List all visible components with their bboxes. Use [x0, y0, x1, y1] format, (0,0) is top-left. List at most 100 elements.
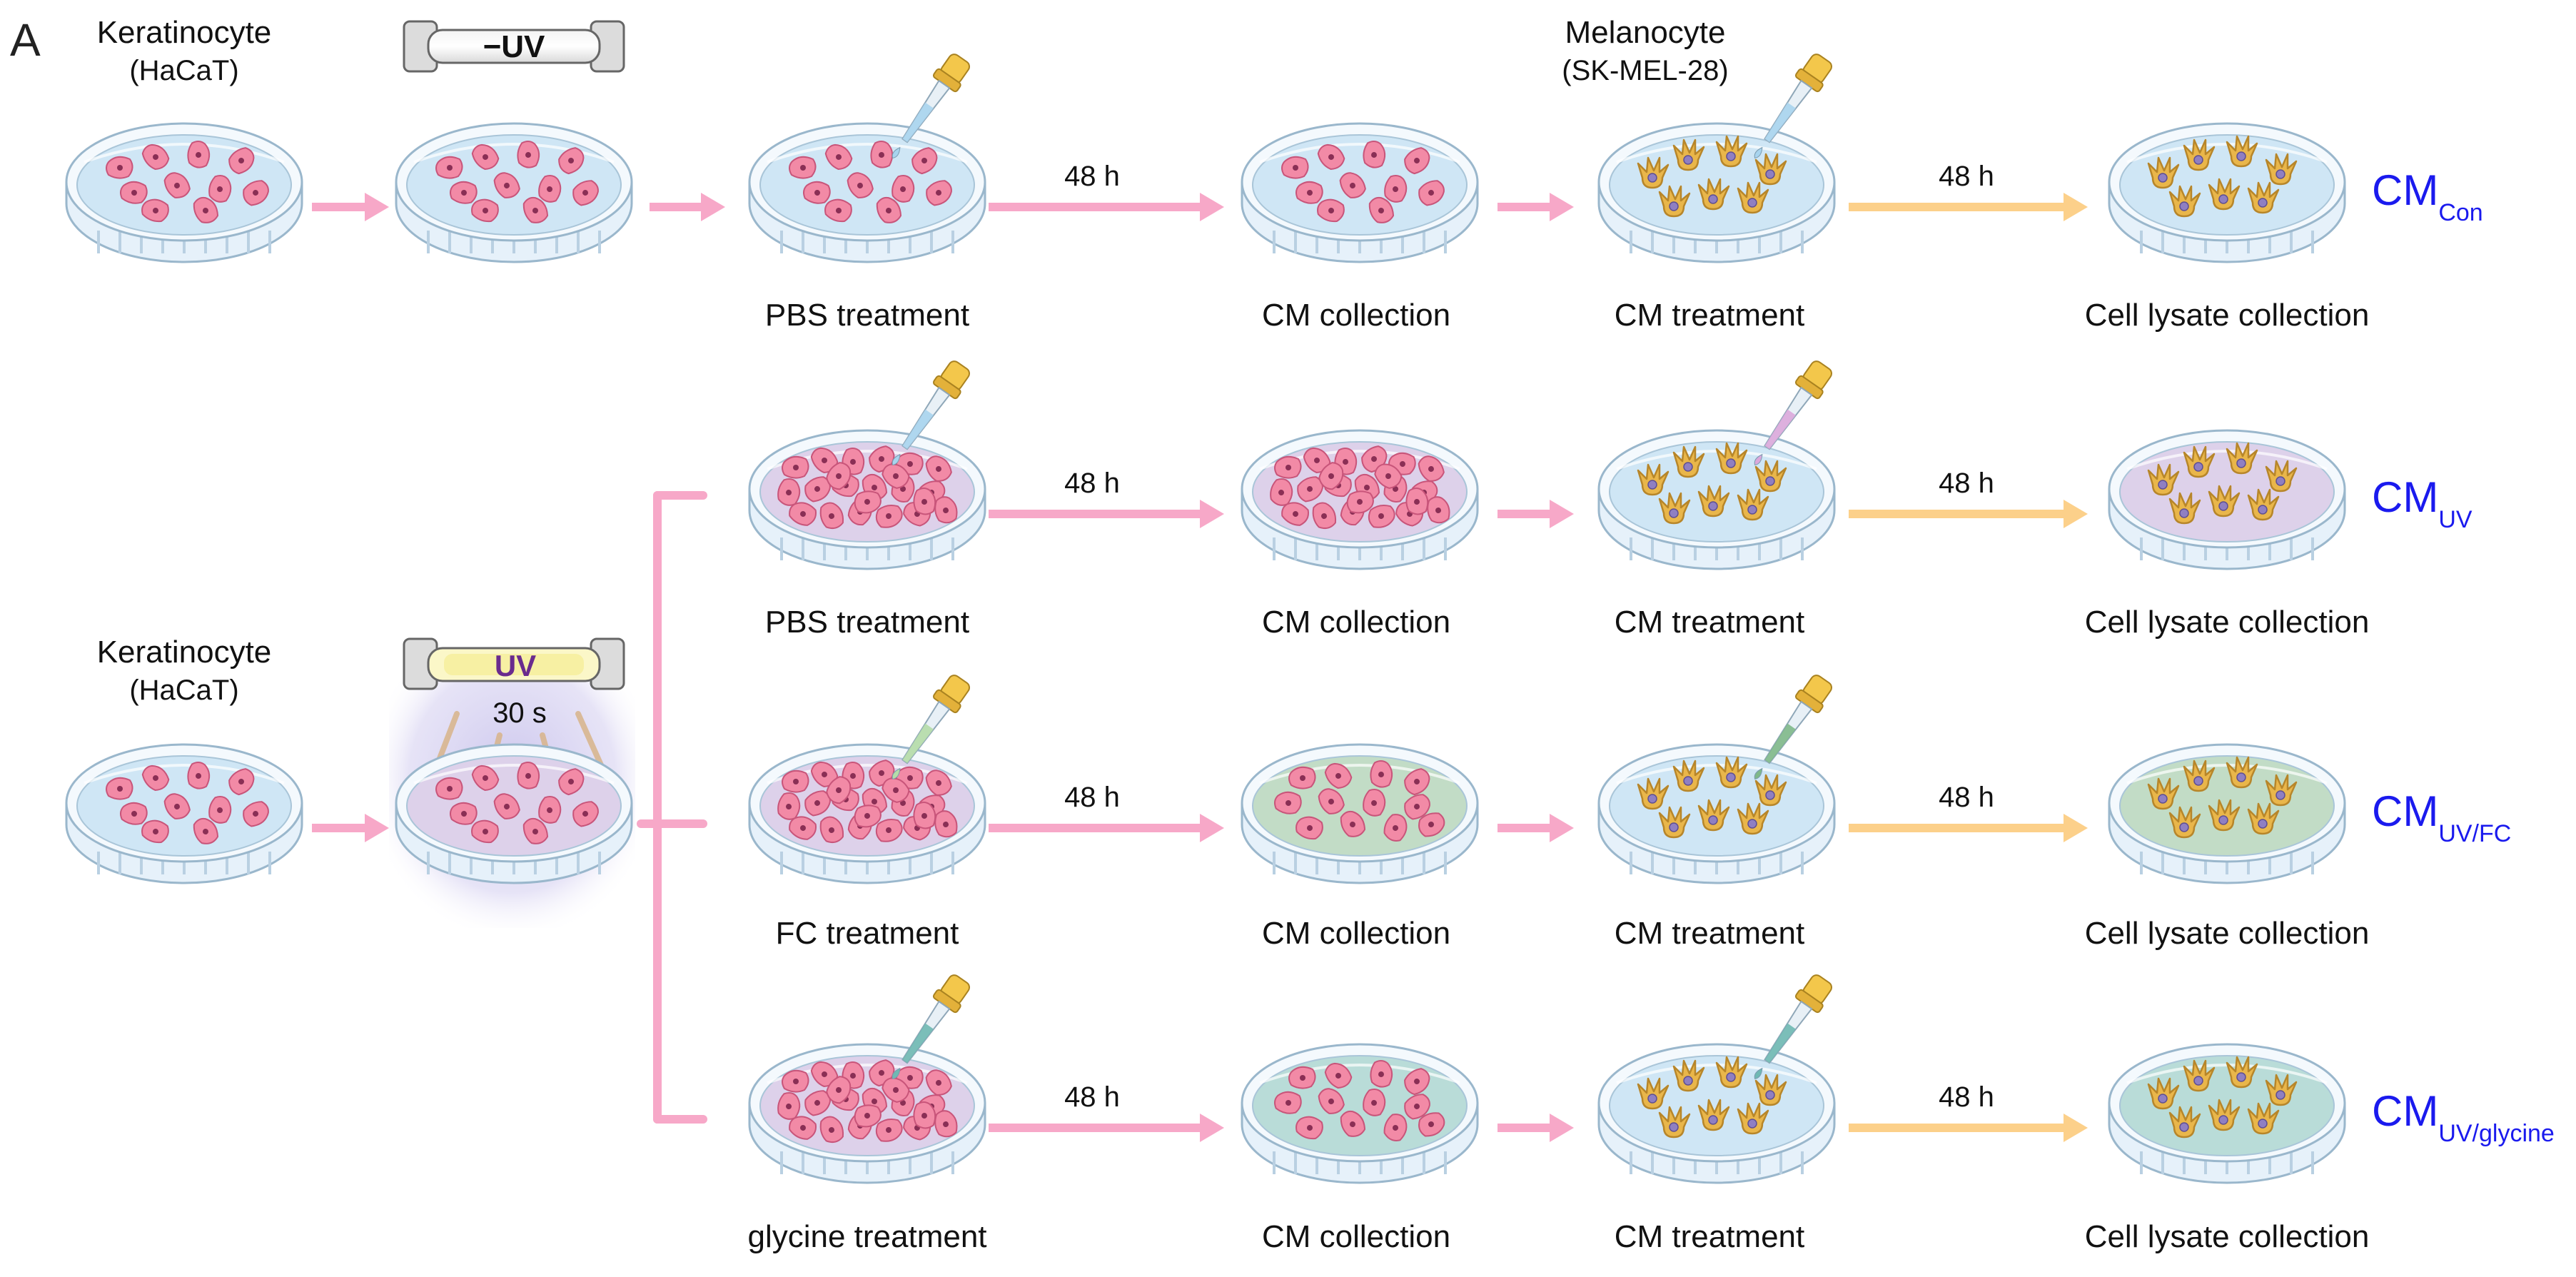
petri-dish: [1597, 122, 1836, 263]
keratinocyte-cell: [1312, 502, 1337, 530]
cell-lysate-label: Cell lysate collection: [2085, 605, 2370, 640]
keratinocyte-cell: [934, 1110, 958, 1138]
keratinocyte-cell: [193, 817, 219, 844]
melanocyte-cell: [2183, 138, 2216, 171]
cm-collection-label: CM collection: [1262, 1219, 1450, 1254]
keratinocyte-cell: [882, 777, 910, 803]
keratinocyte-cell: [826, 462, 852, 490]
branch-connector: [637, 491, 707, 1124]
keratinocyte-cell: [1374, 463, 1403, 489]
keratinocyte-cell: [826, 1076, 852, 1104]
keratinocyte-cell: [471, 143, 500, 170]
melanocyte-cell: [1697, 485, 1730, 518]
keratinocyte-cell: [1295, 181, 1323, 204]
melanocyte-cell: [1697, 799, 1730, 832]
pipette-icon: [892, 54, 971, 158]
melanocyte-cell: [2208, 485, 2241, 518]
cm-treatment-label: CM treatment: [1615, 605, 1805, 640]
keratinocyte-cell: [208, 796, 232, 824]
duration-48h-label: 48 h: [1939, 782, 1994, 813]
petri-dish: [1241, 1043, 1479, 1184]
keratinocyte-cell: [141, 819, 169, 844]
melanocyte-cell: [1697, 1099, 1730, 1131]
keratinocyte-cell: [1363, 141, 1386, 168]
keratinocyte-cell: [819, 502, 844, 530]
cell-lysate-label: Cell lysate collection: [2085, 1219, 2370, 1254]
keratinocyte-cell: [163, 793, 191, 819]
keratinocyte-cell: [1404, 1068, 1430, 1096]
keratinocyte-cell: [789, 816, 817, 840]
melanocyte-cell: [2147, 1077, 2180, 1110]
flow-arrow: [1497, 500, 1574, 528]
keratinocyte-cell: [228, 768, 255, 796]
keratinocyte-cell: [1303, 447, 1331, 473]
keratinocyte-cell: [538, 175, 562, 203]
flow-arrow: [1497, 814, 1574, 842]
keratinocyte-cell: [1368, 196, 1395, 223]
cm-condition-label: CMUV/FC: [2372, 787, 2511, 847]
melanocyte-cell: [1737, 181, 1769, 214]
melanocyte-cell: [1737, 1102, 1769, 1135]
keratinocyte-cell: [1346, 490, 1374, 514]
cm-treatment-label: CM treatment: [1615, 298, 1805, 333]
keratinocyte-cell: [141, 764, 170, 791]
melanocyte-cell: [2247, 181, 2280, 214]
keratinocyte-cell: [119, 181, 148, 204]
keratinocyte-cell: [141, 198, 169, 223]
melanocyte-cell: [2265, 774, 2298, 807]
petri-dish: [1241, 122, 1479, 263]
keratinocyte-cell: [789, 156, 817, 179]
duration-48h-label: 48 h: [1064, 782, 1120, 813]
keratinocyte-cell: [789, 1116, 817, 1140]
keratinocyte-cell: [522, 817, 549, 844]
melanocyte-cell: [2247, 802, 2280, 835]
keratinocyte-cell: [1363, 1089, 1386, 1116]
keratinocyte-cell: [804, 476, 831, 503]
keratinocyte-cell: [1383, 814, 1408, 842]
keratinocyte-cell: [875, 818, 903, 842]
flow-arrow: [989, 500, 1224, 528]
keratinocyte-cell: [1317, 198, 1345, 223]
melanocyte-cell: [2247, 1102, 2280, 1135]
melanocyte-cell: [2147, 777, 2180, 810]
keratinocyte-cell: [1281, 156, 1309, 179]
melanocyte-cell: [1737, 488, 1769, 521]
melanocyte-cell: [1697, 178, 1730, 211]
pipette-icon: [892, 360, 971, 465]
keratinocyte-cell: [1383, 1114, 1408, 1141]
melanocyte-cell: [2168, 806, 2201, 839]
cell-lysate-label: Cell lysate collection: [2085, 298, 2370, 333]
melanocyte-cell: [2226, 442, 2258, 475]
petri-dish: [1597, 1043, 1836, 1184]
keratinocyte-cell: [882, 1077, 910, 1103]
keratinocyte-cell: [493, 793, 520, 819]
petri-dish: [65, 122, 303, 263]
petri-dish: [1241, 429, 1479, 570]
melanocyte-cell: [1715, 756, 1748, 789]
cm-condition-subscript: UV/glycine: [2438, 1120, 2555, 1147]
keratinocyte-cell: [106, 156, 133, 179]
keratinocyte-cell: [824, 143, 853, 170]
melanocyte-cell: [2265, 1074, 2298, 1106]
treatment-label: FC treatment: [776, 916, 959, 951]
melanocyte-cell: [2208, 178, 2241, 211]
keratinocyte-cell: [558, 768, 585, 796]
keratinocyte-cell: [119, 802, 148, 825]
keratinocyte-cell: [882, 463, 910, 489]
keratinocyte-cell: [875, 1118, 903, 1142]
keratinocyte-cell: [847, 172, 874, 198]
no-uv-lamp-icon: −UV: [403, 20, 625, 73]
cm-collection-label: CM collection: [1262, 916, 1450, 951]
melanocyte-cell: [1658, 806, 1691, 839]
keratinocyte-cell: [228, 147, 255, 175]
melanocyte-cell: [2247, 488, 2280, 521]
keratinocyte-cell: [824, 198, 852, 223]
skmel-label: (SK-MEL-28): [1562, 55, 1728, 86]
treatment-label: PBS treatment: [765, 298, 969, 333]
keratinocyte-cell: [810, 1061, 839, 1087]
pipette-icon: [892, 974, 971, 1079]
keratinocyte-cell: [913, 488, 936, 515]
keratinocyte-cell: [870, 141, 894, 168]
petri-dish: [65, 743, 303, 884]
